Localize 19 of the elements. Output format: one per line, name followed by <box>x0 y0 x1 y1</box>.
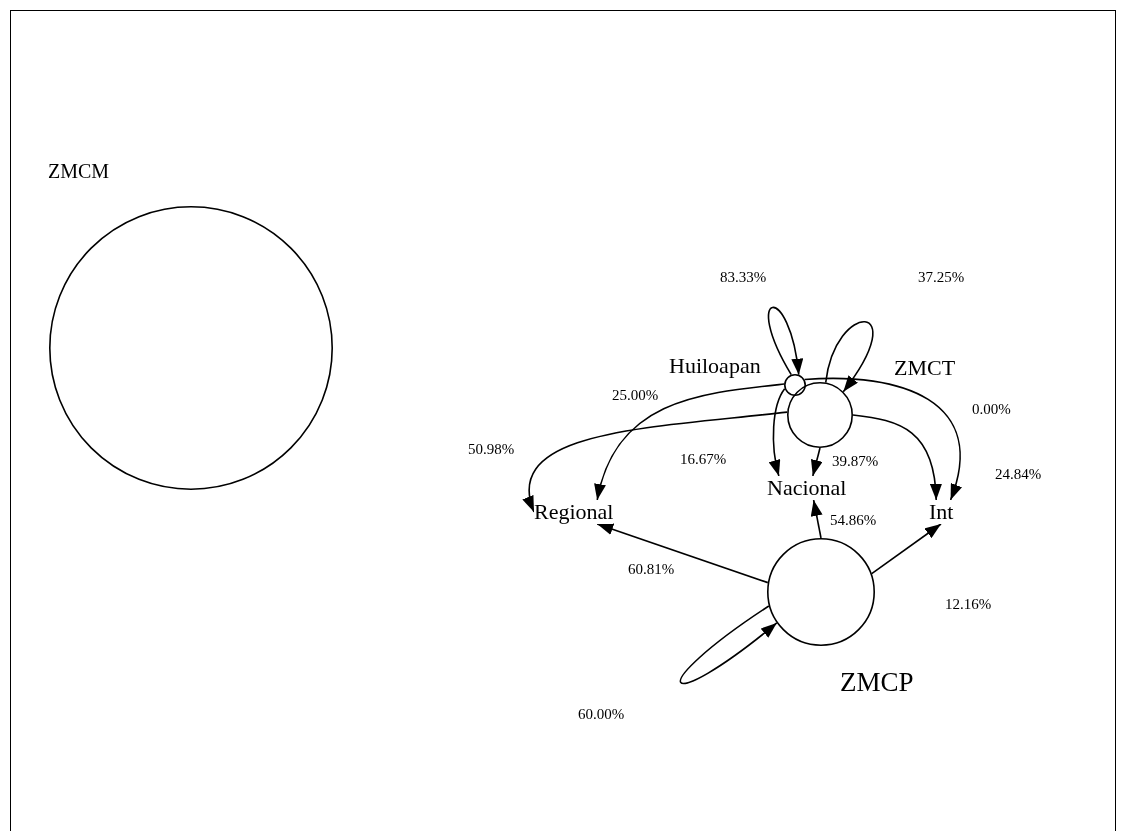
node-label: Huiloapan <box>669 354 761 379</box>
arrow <box>595 383 785 501</box>
node-label: Int <box>929 500 954 525</box>
arrow <box>811 447 823 477</box>
node-label: ZMCM <box>48 160 110 182</box>
arrow <box>852 414 942 501</box>
arrow <box>810 499 823 539</box>
arrow <box>803 377 962 501</box>
arrow <box>767 306 803 376</box>
node-label: ZMCT <box>894 356 956 381</box>
node-label: ZMCP <box>840 668 914 698</box>
arrow <box>524 411 788 513</box>
arrow <box>679 605 778 685</box>
node-label: Nacional <box>767 476 847 501</box>
arrow <box>824 320 874 393</box>
arrow <box>596 523 769 584</box>
arrow <box>769 387 786 477</box>
arrow <box>870 523 942 575</box>
node-label: Regional <box>534 500 614 525</box>
